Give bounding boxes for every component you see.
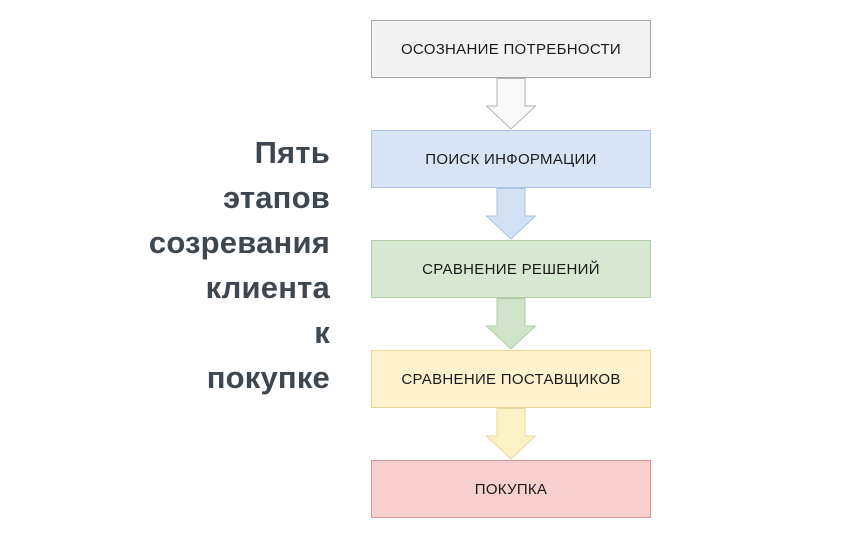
stage-box-purchase: ПОКУПКА [371, 460, 651, 518]
diagram-title: Пять этапов созревания клиента к покупке [10, 130, 330, 400]
stage-label: ПОИСК ИНФОРМАЦИИ [425, 150, 597, 168]
stage-label: ПОКУПКА [474, 480, 548, 498]
stage-box-information-search: ПОИСК ИНФОРМАЦИИ [371, 130, 651, 188]
down-arrow-shape [486, 78, 536, 130]
down-arrow-shape [486, 188, 536, 240]
down-arrow-icon [371, 188, 651, 240]
stage-box-solution-comparison: СРАВНЕНИЕ РЕШЕНИЙ [371, 240, 651, 298]
stage-box-vendor-comparison: СРАВНЕНИЕ ПОСТАВЩИКОВ [371, 350, 651, 408]
down-arrow-icon [371, 298, 651, 350]
stage-label: СРАВНЕНИЕ РЕШЕНИЙ [422, 260, 600, 278]
title-line: клиента [205, 270, 330, 305]
title-line: Пять [254, 135, 330, 170]
down-arrow-icon [371, 408, 651, 460]
title-line: созревания [148, 225, 330, 260]
down-arrow-shape [486, 298, 536, 350]
down-arrow-icon [371, 78, 651, 130]
title-line: покупке [206, 360, 330, 395]
stage-label: СРАВНЕНИЕ ПОСТАВЩИКОВ [401, 370, 621, 388]
stage-label: ОСОЗНАНИЕ ПОТРЕБНОСТИ [400, 40, 622, 58]
down-arrow-shape [486, 408, 536, 460]
stage-box-need-recognition: ОСОЗНАНИЕ ПОТРЕБНОСТИ [371, 20, 651, 78]
flow-column: ОСОЗНАНИЕ ПОТРЕБНОСТИ ПОИСК ИНФОРМАЦИИ С… [371, 20, 651, 518]
title-line: этапов [222, 180, 330, 215]
title-line: к [314, 315, 330, 350]
